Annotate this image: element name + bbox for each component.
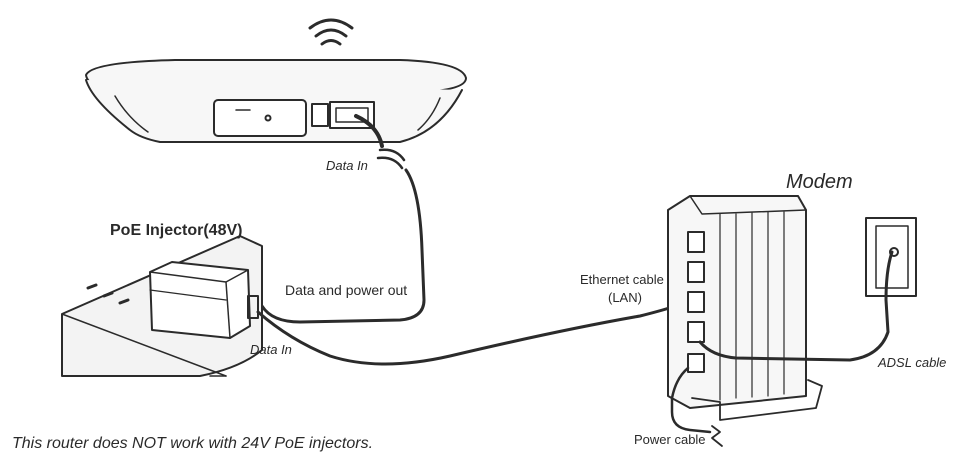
cable-break-icon [378, 148, 406, 162]
poe-injector [149, 261, 259, 339]
lightning-icon [711, 425, 723, 447]
label-data-in-top: Data In [326, 158, 368, 173]
modem [667, 195, 823, 421]
label-ethernet-cable: Ethernet cable [580, 272, 664, 287]
access-point-router [85, 59, 467, 143]
label-ethernet-cable-lan: (LAN) [608, 290, 642, 305]
label-modem: Modem [786, 171, 853, 193]
label-poe-injector: PoE Injector(48V) [110, 222, 243, 239]
label-data-in-bottom: Data In [250, 342, 292, 357]
warning-note: This router does NOT work with 24V PoE i… [12, 435, 374, 452]
label-adsl-cable: ADSL cable [878, 355, 947, 370]
label-data-and-power-out: Data and power out [285, 282, 408, 298]
label-power-cable: Power cable [634, 432, 706, 447]
wifi-icon [308, 18, 354, 46]
